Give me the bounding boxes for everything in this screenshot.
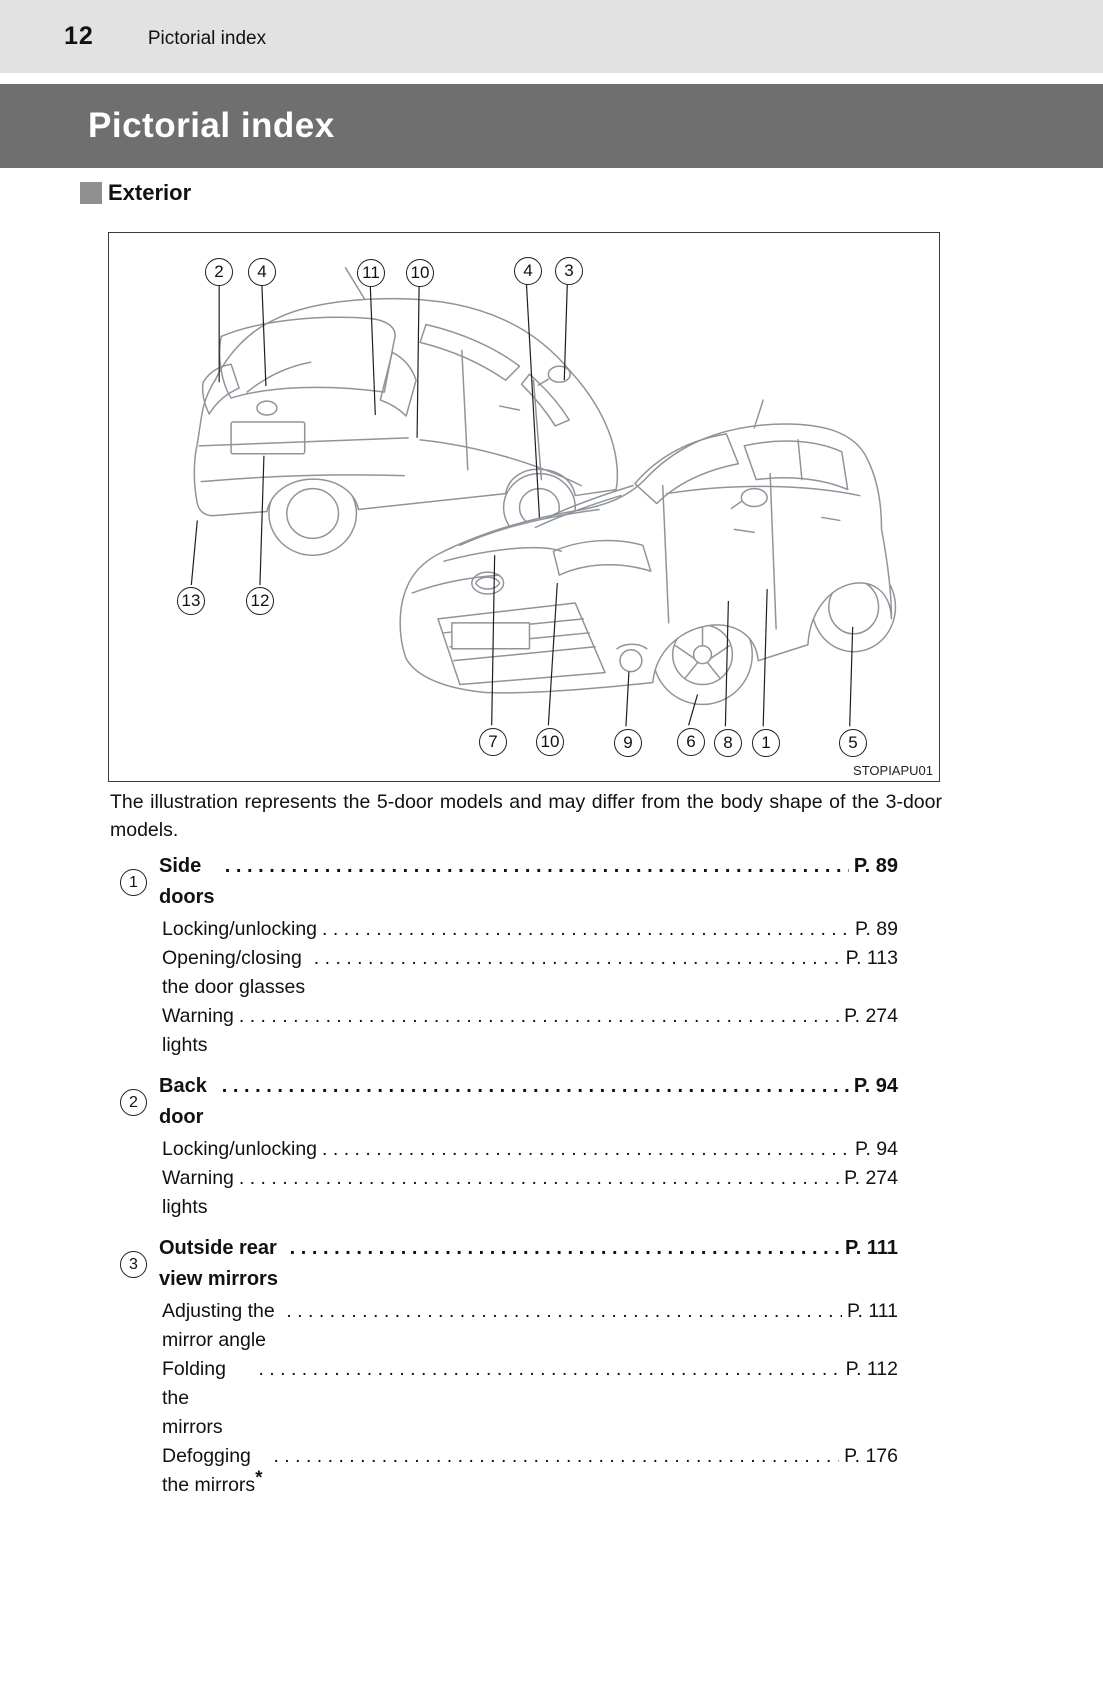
dot-leader bbox=[273, 1442, 839, 1471]
sub-item-label: Folding the mirrors bbox=[162, 1358, 226, 1438]
page-reference: P. 89 bbox=[854, 918, 898, 940]
entry-number-badge: 3 bbox=[120, 1250, 147, 1278]
illustration-note: The illustration represents the 5-door m… bbox=[110, 791, 942, 841]
index-entry-back-door: 2 Back door P. 94 Locking/unlocking P. 9… bbox=[120, 1071, 898, 1222]
dot-leader bbox=[258, 1355, 840, 1384]
figure-callout: 3 bbox=[555, 257, 583, 285]
sub-item-label: Opening/closing the door glasses bbox=[162, 947, 306, 998]
figure-callout: 7 bbox=[479, 728, 507, 756]
entry-title: Back door bbox=[159, 1075, 207, 1128]
figure-callout: 6 bbox=[677, 728, 705, 756]
index-entry-outside-mirrors: 3 Outside rear view mirrors P. 111 Adjus… bbox=[120, 1233, 898, 1500]
dot-leader bbox=[225, 851, 849, 882]
figure-callout: 10 bbox=[536, 728, 564, 756]
section-title: Exterior bbox=[108, 180, 192, 205]
figure-callout: 12 bbox=[246, 587, 274, 615]
dot-leader bbox=[239, 1002, 839, 1031]
entry-sub-item: Adjusting the mirror angle P. 111 bbox=[120, 1297, 898, 1355]
dot-leader bbox=[286, 1297, 842, 1326]
entry-main: 3 Outside rear view mirrors P. 111 bbox=[120, 1233, 898, 1295]
running-section-label: Pictorial index bbox=[147, 28, 267, 49]
entry-main: 2 Back door P. 94 bbox=[120, 1071, 898, 1133]
chapter-title: Pictorial index bbox=[88, 106, 335, 145]
figure-callout: 11 bbox=[357, 259, 385, 287]
sub-item-label: Warning lights bbox=[162, 1005, 234, 1056]
figure-callout: 2 bbox=[205, 258, 233, 286]
figure-callout: 4 bbox=[514, 257, 542, 285]
entry-sub-item: Warning lights P. 274 bbox=[120, 1164, 898, 1222]
page-reference: P. 111 bbox=[847, 1300, 898, 1322]
figure-code: STOPIAPU01 bbox=[853, 763, 933, 778]
dot-leader bbox=[322, 1135, 850, 1164]
page-header: 12 Pictorial index bbox=[0, 0, 1103, 73]
entry-main: 1 Side doors P. 89 bbox=[120, 851, 898, 913]
entry-title: Side doors bbox=[159, 855, 215, 908]
sub-item-label: Locking/unlocking bbox=[162, 1138, 318, 1160]
exterior-figure: 2 4 11 10 4 3 13 12 7 10 9 6 8 1 5 STOPI… bbox=[108, 232, 940, 782]
figure-callout: 9 bbox=[614, 729, 642, 757]
dot-leader bbox=[239, 1164, 839, 1193]
figure-callout: 1 bbox=[752, 729, 780, 757]
page-reference: P. 94 bbox=[853, 1075, 898, 1097]
entry-number-badge: 2 bbox=[120, 1088, 147, 1116]
page-reference: P. 113 bbox=[845, 947, 898, 969]
page-reference: P. 111 bbox=[844, 1237, 898, 1259]
page-reference: P. 176 bbox=[844, 1445, 898, 1467]
dot-leader bbox=[290, 1233, 840, 1264]
figure-callout: 5 bbox=[839, 729, 867, 757]
dot-leader bbox=[314, 944, 841, 973]
entry-sub-item: Opening/closing the door glasses P. 113 bbox=[120, 944, 898, 1002]
page-reference: P. 94 bbox=[854, 1138, 898, 1160]
pictorial-index-list: 1 Side doors P. 89 Locking/unlocking P. … bbox=[120, 851, 898, 1511]
footnote-asterisk: * bbox=[255, 1466, 263, 1488]
page-number: 12 bbox=[64, 22, 94, 50]
entry-sub-item: Folding the mirrors P. 112 bbox=[120, 1355, 898, 1442]
dot-leader bbox=[322, 915, 850, 944]
entry-sub-item: Defogging the mirrors* P. 176 bbox=[120, 1442, 898, 1500]
sub-item-text: Defogging the mirrors bbox=[162, 1445, 256, 1496]
sub-item-label: Adjusting the mirror angle bbox=[162, 1300, 275, 1351]
car-illustration bbox=[190, 267, 897, 727]
page-reference: P. 274 bbox=[844, 1167, 898, 1189]
entry-sub-item: Warning lights P. 274 bbox=[120, 1002, 898, 1060]
entry-title: Outside rear view mirrors bbox=[159, 1237, 278, 1290]
dot-leader bbox=[222, 1071, 849, 1102]
sub-item-label: Warning lights bbox=[162, 1167, 234, 1218]
sub-item-label: Defogging the mirrors* bbox=[162, 1442, 268, 1500]
index-entry-side-doors: 1 Side doors P. 89 Locking/unlocking P. … bbox=[120, 851, 898, 1060]
entry-number-badge: 1 bbox=[120, 868, 147, 896]
figure-callout: 8 bbox=[714, 729, 742, 757]
entry-sub-item: Locking/unlocking P. 89 bbox=[120, 915, 898, 944]
figure-callout: 13 bbox=[177, 587, 205, 615]
page-reference: P. 274 bbox=[844, 1005, 898, 1027]
figure-callout: 10 bbox=[406, 259, 434, 287]
page-reference: P. 89 bbox=[853, 855, 898, 877]
sub-item-label: Locking/unlocking bbox=[162, 918, 318, 940]
page-reference: P. 112 bbox=[845, 1358, 898, 1380]
entry-sub-item: Locking/unlocking P. 94 bbox=[120, 1135, 898, 1164]
chapter-banner: Pictorial index bbox=[0, 84, 1103, 168]
section-marker-square bbox=[80, 182, 102, 204]
section-heading-exterior: Exterior bbox=[80, 180, 191, 206]
figure-callout: 4 bbox=[248, 258, 276, 286]
